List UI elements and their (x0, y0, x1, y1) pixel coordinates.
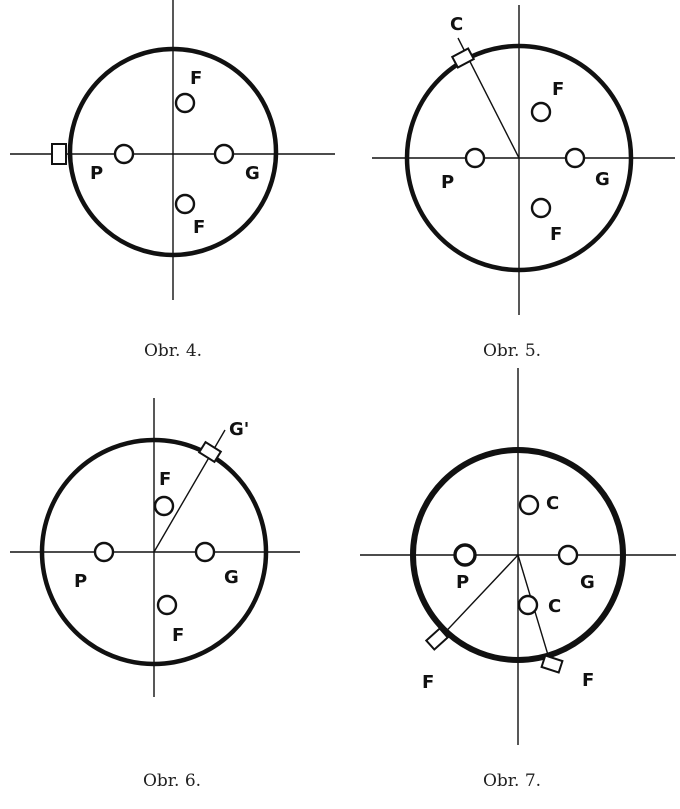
pin-f-bottom (156, 594, 178, 616)
figure-caption: Obr. 7. (483, 771, 541, 791)
socket-outline (410, 447, 626, 663)
socket-outline (39, 437, 269, 667)
pin-g (557, 544, 579, 566)
pin-label-c-top: C (546, 493, 559, 514)
pin-label-f-bottom: F (550, 224, 562, 245)
socket-outline (404, 43, 634, 273)
pin-p (453, 543, 477, 567)
pin-label-f-bottom: F (193, 217, 205, 238)
pin-label-f-top: F (190, 68, 202, 89)
pin-f-bottom (174, 193, 196, 215)
key-label-c: C (450, 14, 463, 35)
figure-caption: Obr. 4. (144, 341, 202, 361)
socket-outline (67, 46, 279, 258)
figure-caption: Obr. 6. (143, 771, 201, 791)
key-label-g-prime: G' (229, 419, 249, 440)
pin-label-p: P (90, 163, 103, 184)
pin-label-g: G (580, 572, 595, 593)
pin-c-bottom (517, 594, 539, 616)
pin-g (564, 147, 586, 169)
pin-g (213, 143, 235, 165)
figure-4: F P G F Obr. 4. (10, 0, 335, 361)
pin-label-p: P (441, 172, 454, 193)
key-label-f-right: F (582, 670, 594, 691)
pin-label-f-top: F (552, 79, 564, 100)
figure-5: C F P G F Obr. 5. (372, 5, 675, 361)
pin-label-g: G (224, 567, 239, 588)
socket-key (197, 440, 223, 464)
pin-g (194, 541, 216, 563)
pin-label-c-bottom: C (548, 596, 561, 617)
figure-6: G' F P G F Obr. 6. (10, 398, 300, 791)
pin-label-p: P (456, 572, 469, 593)
pin-p (113, 143, 135, 165)
pin-label-g: G (595, 169, 610, 190)
pin-label-p: P (74, 571, 87, 592)
pin-f-top (530, 101, 552, 123)
socket-key (450, 47, 476, 69)
pin-label-f-top: F (159, 469, 171, 490)
socket-key (51, 143, 67, 165)
socket-key-right (540, 654, 564, 674)
pin-label-g: G (245, 163, 260, 184)
pin-p (464, 147, 486, 169)
pin-f-top (153, 495, 175, 517)
pin-c-top (518, 494, 540, 516)
pin-p (93, 541, 115, 563)
pin-label-f-bottom: F (172, 625, 184, 646)
figure-caption: Obr. 5. (483, 341, 541, 361)
socket-key-left (424, 627, 450, 651)
pin-f-top (174, 92, 196, 114)
pin-f-bottom (530, 197, 552, 219)
figure-7: F F C P G C Obr. 7. (360, 368, 676, 791)
key-label-f-left: F (422, 672, 434, 693)
key-radius-line-left (435, 554, 519, 643)
